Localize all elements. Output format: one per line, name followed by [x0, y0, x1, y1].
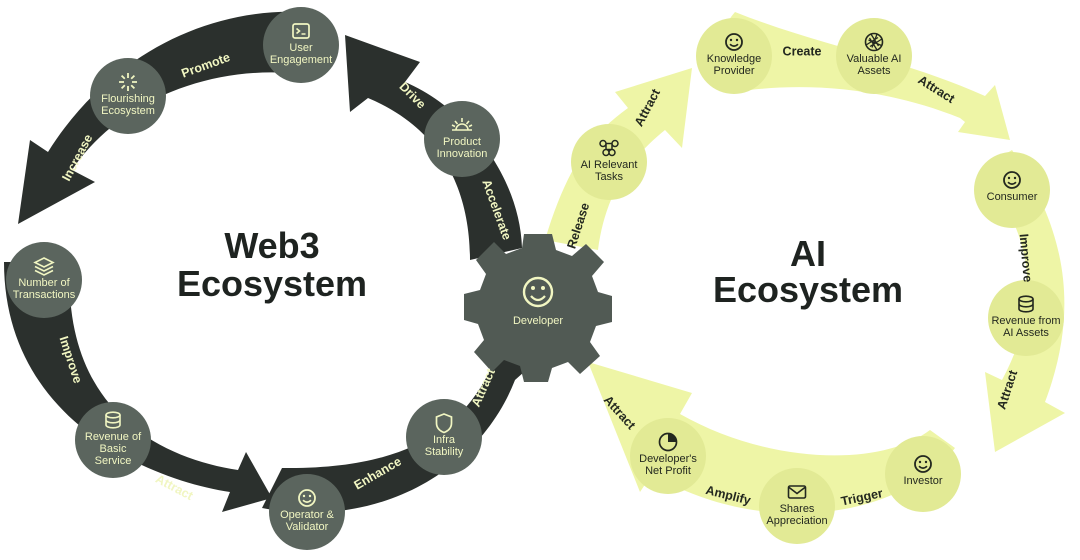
web3-ring [4, 11, 560, 513]
node-label: Stability [425, 446, 464, 458]
ai-title-line1: AI [790, 233, 826, 274]
node-label: Service [95, 455, 132, 467]
node-label: Product [443, 136, 481, 148]
node-operator-validator: Operator &Validator [269, 474, 345, 550]
node-label: Valuable AI [847, 53, 902, 65]
ai-arc-right [980, 150, 1065, 452]
node-label: AI Relevant [581, 159, 638, 171]
node-label: Knowledge [707, 53, 761, 65]
node-label: Shares [780, 503, 815, 515]
node-label: AI Assets [1003, 327, 1049, 339]
node-label: Number of [18, 277, 70, 289]
web3-arc-right [345, 35, 522, 260]
node-label: Assets [857, 65, 891, 77]
node-label: Innovation [437, 148, 488, 160]
web3-arc-left [4, 262, 272, 512]
node-label: Flourishing [101, 93, 155, 105]
arc-label: Improve [1017, 233, 1035, 283]
web3-title-line1: Web3 [224, 225, 319, 266]
node-label: Developer's [639, 453, 697, 465]
node-label: Validator [286, 521, 329, 533]
nodes-layer: UserEngagementFlourishingEcosystemProduc… [6, 7, 1064, 550]
node-investor: Investor [885, 436, 961, 512]
node-label: Provider [714, 65, 755, 77]
web3-arc-bottom [262, 330, 560, 513]
developer-label: Developer [513, 315, 563, 327]
developer-smiley-icon [522, 276, 554, 308]
node-label: Basic [100, 443, 127, 455]
node-label: Infra [433, 434, 456, 446]
node-label: Revenue of [85, 431, 142, 443]
node-label: Appreciation [766, 515, 827, 527]
node-label: Transactions [13, 289, 76, 301]
node-label: Operator & [280, 509, 334, 521]
node-consumer: Consumer [974, 152, 1050, 228]
ai-title-line2: Ecosystem [713, 269, 903, 310]
node-label: Consumer [987, 191, 1038, 203]
node-label: Revenue from [991, 315, 1060, 327]
node-label: Engagement [270, 54, 332, 66]
developer-gear: Developer [464, 234, 612, 382]
node-label: Investor [903, 475, 942, 487]
node-label: Tasks [595, 171, 624, 183]
web3-title-line2: Ecosystem [177, 263, 367, 304]
node-label: User [289, 42, 313, 54]
arc-label: Create [783, 44, 822, 58]
web3-arc-top [18, 11, 330, 224]
node-label: Net Profit [645, 465, 691, 477]
node-label: Ecosystem [101, 105, 155, 117]
